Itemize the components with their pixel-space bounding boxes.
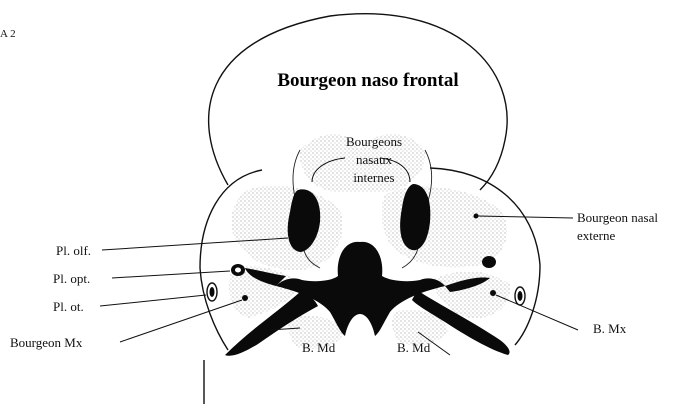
right-optic-placode: [482, 256, 496, 268]
label-mandibular-bud-left: B. Md: [302, 340, 336, 355]
left-otic-placode-core: [210, 287, 215, 297]
label-maxillary-bud-left: Bourgeon Mx: [10, 335, 83, 350]
leader-maxillary-right: [496, 295, 578, 330]
label-external-bud-2: externe: [577, 228, 615, 243]
label-internal-buds-1: Bourgeons: [346, 134, 402, 149]
label-internal-buds-2: nasaux: [356, 152, 393, 167]
label-optic-placode: Pl. opt.: [53, 271, 90, 286]
external-bud-dot: [474, 214, 479, 219]
label-external-bud-1: Bourgeon nasal: [577, 210, 658, 225]
title-naso-frontal: Bourgeon naso frontal: [277, 70, 458, 91]
right-otic-placode-core: [518, 291, 523, 301]
left-nasal-stipple: [232, 186, 343, 270]
left-maxillary-dot: [242, 295, 248, 301]
label-mandibular-bud-right: B. Md: [397, 340, 431, 355]
label-maxillary-bud-right: B. Mx: [593, 321, 627, 336]
leader-otic: [100, 295, 206, 306]
figure-label: A 2: [0, 28, 16, 40]
leader-maxillary-left: [120, 300, 242, 342]
right-maxillary-dot: [490, 290, 496, 296]
label-internal-buds-3: internes: [353, 170, 394, 185]
label-otic-placode: Pl. ot.: [53, 299, 84, 314]
leader-optic: [112, 271, 230, 278]
label-olfactory-placode: Pl. olf.: [56, 243, 91, 258]
left-optic-placode-center: [235, 268, 241, 273]
